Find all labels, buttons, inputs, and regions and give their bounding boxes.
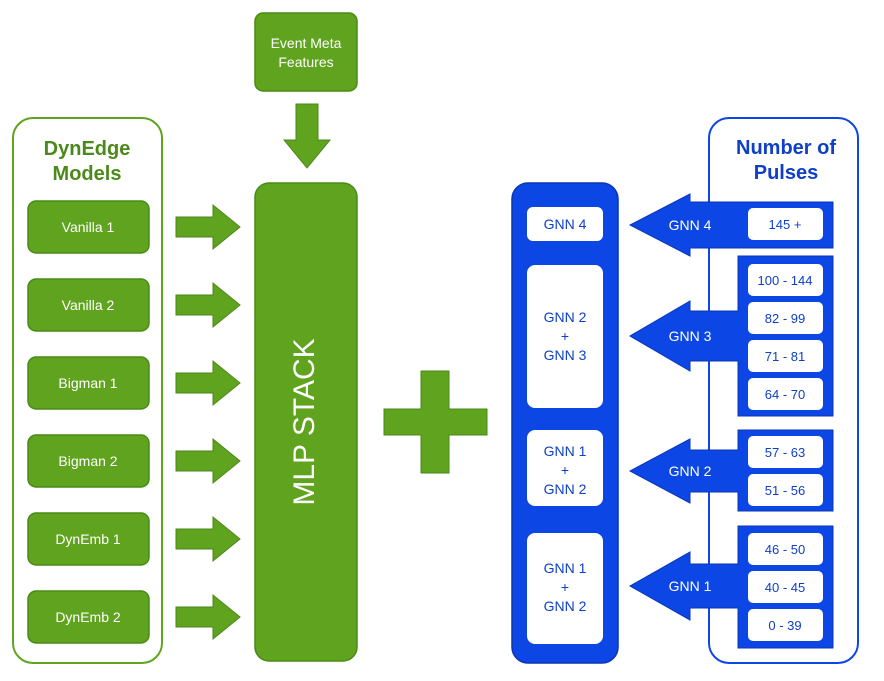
model-box-5: DynEmb 1 <box>27 512 150 566</box>
pulse-group-gnn-label: GNN 3 <box>669 328 712 344</box>
model-label: Bigman 1 <box>58 375 117 391</box>
mlp-stack: MLP STACK <box>254 182 358 662</box>
gnn-box-text: GNN 2 <box>544 598 587 614</box>
model-box-4: Bigman 2 <box>27 434 150 488</box>
gnn-box-text: GNN 1 <box>544 443 587 459</box>
gnn-box-text: + <box>561 579 569 595</box>
gnn-box-text: + <box>561 462 569 478</box>
gnn-box-4: GNN 1 + GNN 2 <box>527 533 603 644</box>
model-arrows <box>175 203 241 641</box>
event-meta-features-box: Event Meta Features <box>254 12 358 92</box>
right-arrow-icon <box>175 515 241 563</box>
model-label: DynEmb 1 <box>55 531 121 547</box>
pulse-range-label: 145 + <box>769 217 802 232</box>
plus-icon <box>383 370 488 474</box>
pulse-range-label: 51 - 56 <box>765 483 805 498</box>
pulse-range-label: 82 - 99 <box>765 311 805 326</box>
pulse-group-gnn2: GNN 2 57 - 63 51 - 56 <box>628 429 834 512</box>
right-arrow-icon <box>175 437 241 485</box>
gnn-box-text: GNN 4 <box>544 216 587 232</box>
gnn-box-2: GNN 2 + GNN 3 <box>527 265 603 408</box>
pulse-group-gnn-label: GNN 4 <box>669 217 712 233</box>
meta-line2: Features <box>278 54 333 70</box>
dynedge-models-panel: DynEdge Models Vanilla 1 Vanilla 2 Bigma… <box>12 117 163 664</box>
right-arrow-icon <box>175 203 241 251</box>
gnn-box-text: GNN 2 <box>544 309 587 325</box>
down-arrow-icon <box>282 103 332 169</box>
pulse-group-gnn-label: GNN 2 <box>669 463 712 479</box>
pulse-group-gnn4: GNN 4 145 + <box>628 193 834 257</box>
pulse-range-label: 71 - 81 <box>765 349 805 364</box>
mlp-stack-label: MLP STACK <box>288 338 321 505</box>
model-box-6: DynEmb 2 <box>27 590 150 644</box>
gnn-box-text: GNN 1 <box>544 560 587 576</box>
right-arrow-icon <box>175 359 241 407</box>
gnn-box-3: GNN 1 + GNN 2 <box>527 430 603 506</box>
gnn-box-1: GNN 4 <box>527 207 603 241</box>
meta-line1: Event Meta <box>271 35 342 51</box>
right-arrow-icon <box>175 281 241 329</box>
pulse-range-label: 0 - 39 <box>768 618 801 633</box>
right-arrow-icon <box>175 593 241 641</box>
model-box-1: Vanilla 1 <box>27 200 150 254</box>
pulse-range-label: 57 - 63 <box>765 445 805 460</box>
pulse-group-gnn-label: GNN 1 <box>669 578 712 594</box>
pulse-group-gnn1: GNN 1 46 - 50 40 - 45 0 - 39 <box>628 525 834 649</box>
pulse-range-label: 46 - 50 <box>765 542 805 557</box>
model-box-3: Bigman 1 <box>27 356 150 410</box>
pulse-range-label: 40 - 45 <box>765 580 805 595</box>
pulse-range-label: 64 - 70 <box>765 387 805 402</box>
model-label: Vanilla 2 <box>62 297 115 313</box>
gnn-box-text: + <box>561 328 569 344</box>
model-label: Vanilla 1 <box>62 219 115 235</box>
gnn-box-text: GNN 3 <box>544 347 587 363</box>
pulses-title-line1: Number of <box>736 137 836 159</box>
dynedge-title-line2: Models <box>53 163 122 185</box>
gnn-box-text: GNN 2 <box>544 481 587 497</box>
pulses-title-line2: Pulses <box>754 162 818 184</box>
dynedge-title-line1: DynEdge <box>44 138 131 160</box>
gnn-column: GNN 4 GNN 2 + GNN 3 GNN 1 + GNN 2 GNN 1 … <box>511 182 619 664</box>
model-label: DynEmb 2 <box>55 609 121 625</box>
model-box-2: Vanilla 2 <box>27 278 150 332</box>
pulse-range-label: 100 - 144 <box>758 273 813 288</box>
model-label: Bigman 2 <box>58 453 117 469</box>
pulse-group-gnn3: GNN 3 100 - 144 82 - 99 71 - 81 64 - 70 <box>629 255 834 417</box>
